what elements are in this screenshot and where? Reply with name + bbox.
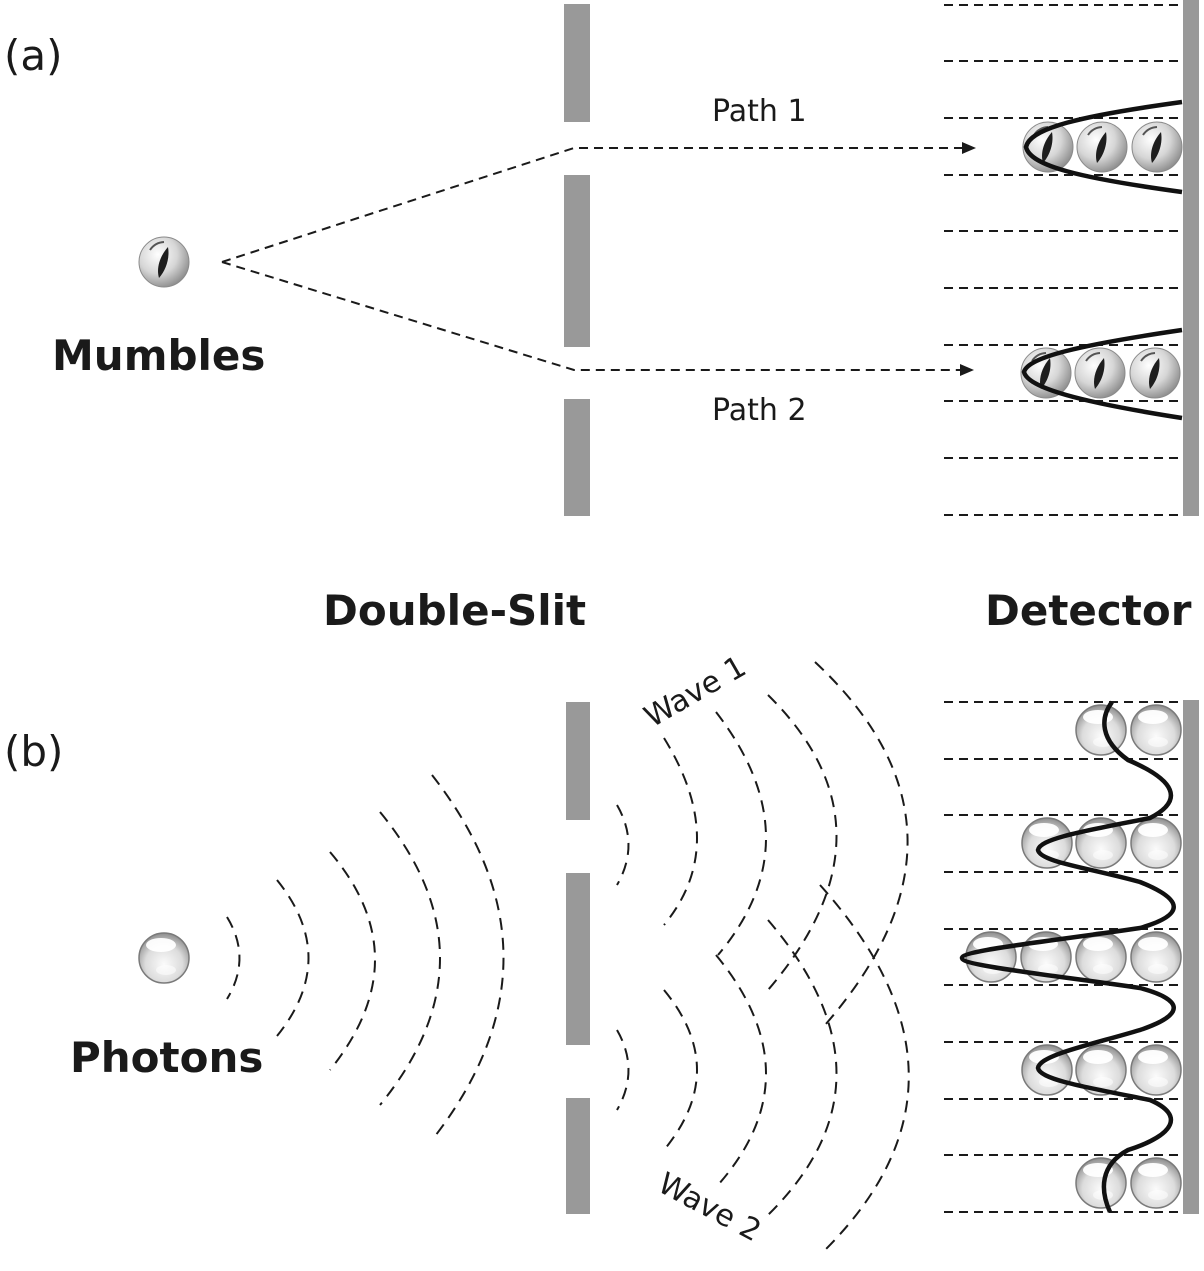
distribution-curve — [1021, 327, 1183, 421]
path-2-line — [221, 261, 962, 371]
slit-bar — [564, 175, 590, 347]
marble-ball-icon — [1074, 347, 1126, 399]
glass-sphere-icon — [1130, 931, 1182, 983]
glass-sphere-icon — [1075, 704, 1127, 756]
panel-a: (a) Mumbles Path 1 Path 2 — [4, 0, 1199, 516]
path-2-label: Path 2 — [712, 393, 807, 428]
panel-b-label: (b) — [4, 727, 63, 776]
slit-bar — [566, 1098, 590, 1214]
marble-ball-icon — [138, 236, 190, 288]
arrow-head-icon — [962, 142, 976, 154]
glass-sphere-icon — [1130, 1157, 1182, 1209]
marble-ball-icon — [1076, 121, 1128, 173]
panel-b: (b) Photons — [4, 649, 1199, 1251]
panel-a-label: (a) — [4, 31, 63, 80]
detector-grid-a — [944, 4, 1188, 516]
particle-label-mumbles: Mumbles — [52, 331, 265, 380]
glass-sphere-icon — [1130, 704, 1182, 756]
marble-ball-icon — [1129, 347, 1181, 399]
slit-bar — [564, 4, 590, 122]
detector-label: Detector — [985, 586, 1192, 635]
interference-curve — [959, 700, 1176, 1213]
marble-ball-icon — [1131, 121, 1183, 173]
double-slit-barrier-a — [564, 4, 590, 516]
path-1-line — [221, 147, 962, 263]
incoming-wavefronts — [226, 774, 505, 1141]
wave-1-label: Wave 1 — [639, 649, 753, 735]
glass-sphere-icon — [1130, 817, 1182, 869]
glass-sphere-icon — [965, 931, 1017, 983]
double-slit-barrier-b — [566, 702, 590, 1214]
slit-bar — [566, 702, 590, 820]
glass-sphere-icon — [1075, 931, 1127, 983]
wave-2-label: Wave 2 — [652, 1166, 766, 1249]
slit-bar — [564, 399, 590, 516]
glass-sphere-icon — [1075, 1157, 1127, 1209]
glass-sphere-icon — [1130, 1044, 1182, 1096]
arrow-head-icon — [960, 364, 974, 376]
distribution-curve — [1023, 99, 1183, 195]
wave-1-fronts — [616, 661, 909, 1026]
wave-2-fronts — [616, 884, 910, 1251]
detector-screen-b — [1183, 700, 1199, 1214]
glass-sphere-icon — [138, 932, 190, 984]
double-slit-label: Double-Slit — [323, 586, 586, 635]
detector-screen-a — [1183, 0, 1199, 516]
particle-label-photons: Photons — [70, 1033, 263, 1082]
slit-bar — [566, 873, 590, 1045]
path-1-label: Path 1 — [712, 94, 807, 129]
